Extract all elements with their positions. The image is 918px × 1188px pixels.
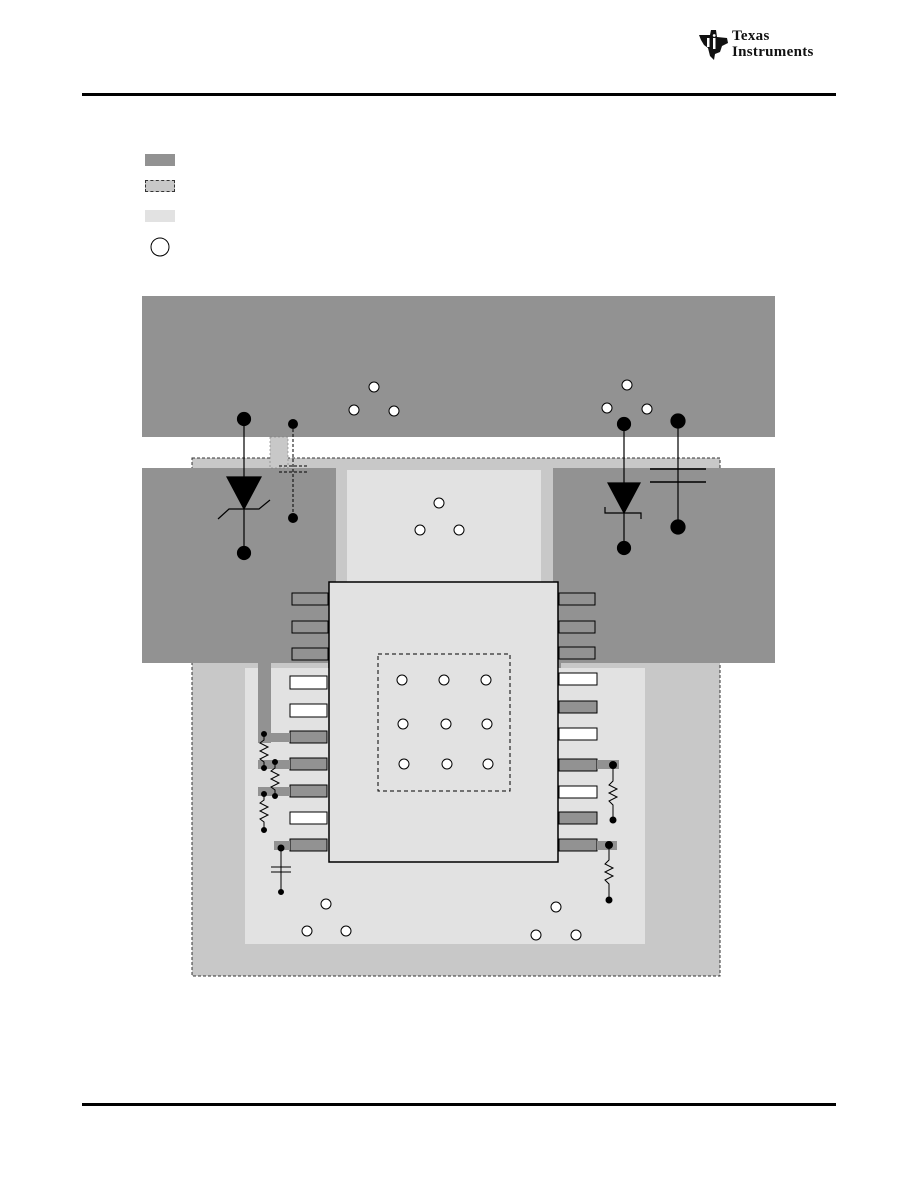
pin-pad [558, 700, 598, 714]
ti-map-icon [699, 30, 728, 60]
pin-pad [558, 758, 598, 772]
via [414, 524, 426, 536]
header-rule [82, 93, 836, 96]
via [530, 929, 542, 941]
via [570, 929, 582, 941]
zener-diode [604, 416, 642, 556]
pin-pad [558, 785, 598, 799]
pin-pad [558, 811, 598, 825]
logo-word-texas: Texas [732, 28, 770, 44]
pin-pad [289, 784, 328, 798]
via [440, 718, 452, 730]
left-pin-row [289, 592, 329, 852]
via [301, 925, 313, 937]
via [388, 405, 400, 417]
via [368, 381, 380, 393]
trace-top-to-left [269, 436, 289, 469]
thermal-pad [377, 653, 511, 792]
via-cluster [301, 898, 352, 937]
capacitor [279, 419, 307, 523]
logo-word-instruments: Instruments [732, 44, 814, 60]
pin-pad [291, 620, 329, 634]
pin-pad [289, 811, 328, 825]
texas-instruments-logo: Texas Instruments [696, 24, 840, 64]
via [550, 901, 562, 913]
via [348, 404, 360, 416]
via [397, 718, 409, 730]
pin-pad [289, 730, 328, 744]
via-cluster [348, 381, 400, 417]
pin-pad [558, 592, 596, 606]
via-cluster [530, 901, 582, 941]
resistor [603, 841, 615, 904]
pin-pad [558, 672, 598, 686]
page-header: Texas Instruments [0, 0, 918, 100]
legend-swatch-solder-mask [145, 210, 175, 222]
pin-pad [558, 646, 596, 660]
legend-swatch-bottom-copper [145, 180, 175, 192]
resistor [258, 731, 270, 771]
via [453, 524, 465, 536]
legend [140, 148, 200, 268]
pin-pad [291, 592, 329, 606]
via [481, 718, 493, 730]
thermal-via-array [396, 674, 494, 770]
via [480, 674, 492, 686]
right-copper-neck [553, 468, 561, 668]
via [438, 674, 450, 686]
pin-pad [289, 757, 328, 771]
via-cluster [414, 497, 465, 536]
via [320, 898, 332, 910]
capacitor [271, 844, 291, 895]
legend-via-icon [150, 237, 170, 257]
pin-pad [289, 838, 328, 852]
via [433, 497, 445, 509]
resistor [258, 791, 270, 833]
via [396, 674, 408, 686]
pin-pad [558, 838, 598, 852]
via [398, 758, 410, 770]
resistor [607, 761, 619, 824]
pin-trace [258, 733, 290, 742]
trace-left-down [258, 663, 271, 743]
pin-pad [558, 727, 598, 741]
pin-trace [597, 760, 619, 769]
via [621, 379, 633, 391]
right-copper-plane [553, 468, 775, 663]
via [340, 925, 352, 937]
footer-rule [82, 1103, 836, 1106]
tvs-diode [217, 411, 271, 561]
resistor [269, 759, 281, 799]
via [641, 403, 653, 415]
capacitor [650, 413, 706, 535]
pin-trace [258, 787, 290, 796]
left-copper-neck [328, 468, 336, 668]
legend-swatch-top-copper [145, 154, 175, 166]
pin-pad [558, 620, 596, 634]
via [441, 758, 453, 770]
pin-pad [291, 647, 329, 661]
pin-pad [289, 703, 328, 718]
via [601, 402, 613, 414]
via-cluster [601, 379, 653, 415]
pin-pad [289, 675, 328, 690]
via [482, 758, 494, 770]
